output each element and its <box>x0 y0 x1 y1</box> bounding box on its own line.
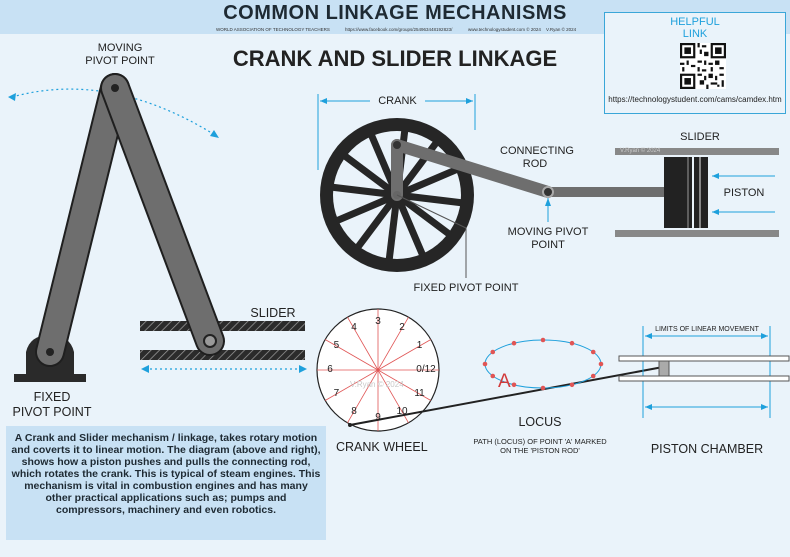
crank-slider-diagram <box>317 94 779 278</box>
slider-watermark: V.Ryan © 2024 <box>620 148 661 154</box>
swing-arc-head-left <box>8 93 16 101</box>
crank-pin <box>393 141 401 149</box>
connecting-rod-pivot <box>542 186 554 198</box>
header-author: V.Ryan © 2024 <box>546 27 577 32</box>
locus-dot <box>540 337 546 343</box>
locus-label: LOCUS <box>518 415 562 429</box>
wheel-number: 7 <box>333 388 340 399</box>
wheel-radius <box>324 339 379 371</box>
fixed-pivot-leader <box>396 194 467 278</box>
piston-head <box>664 157 692 228</box>
cylinder-wall-top <box>615 148 779 155</box>
locus-piston-rod <box>349 366 664 426</box>
locus-points <box>482 337 604 391</box>
header-facebook-link[interactable]: https://www.facebook.com/groups/25496344… <box>345 27 453 32</box>
crank-wheel-radii <box>317 309 439 431</box>
fixed-pivot-label: FIXED PIVOT POINT <box>413 282 519 294</box>
piston-arrow-bottom-head <box>712 209 719 215</box>
wheel-number: 0/12 <box>416 364 436 375</box>
wheel-number: 6 <box>327 364 333 375</box>
locus-dot <box>590 373 596 379</box>
slider-label: SLIDER <box>680 131 720 143</box>
piston-arrow-top-head <box>712 173 719 179</box>
fixed-pivot-pin <box>46 348 54 356</box>
wheel-number: 5 <box>333 340 340 351</box>
locus-dot <box>569 382 575 388</box>
wheel-number: 1 <box>416 340 423 351</box>
locus-dot <box>511 340 517 346</box>
swing-arc-head-right <box>210 130 219 138</box>
helpful-link-url[interactable]: https://technologystudent.com/cams/camde… <box>608 95 782 104</box>
locus-dot <box>490 349 496 355</box>
wheel-radius <box>347 369 379 424</box>
crank-dim-head-right <box>466 98 473 104</box>
description-text: A Crank and Slider mechanism / linkage, … <box>11 432 321 516</box>
locus-dot <box>511 382 517 388</box>
connecting-rod <box>391 139 554 198</box>
wheel-number: 11 <box>414 388 425 399</box>
crank-label: CRANK <box>370 95 425 108</box>
locus-dot <box>490 373 496 379</box>
crank-dim-head-left <box>320 98 327 104</box>
chamber-wall-bottom <box>618 375 790 382</box>
qr-code-icon[interactable] <box>680 43 726 89</box>
piston-label: PISTON <box>718 187 770 200</box>
wheel-radius <box>377 339 432 371</box>
locus-dot <box>540 385 546 391</box>
locus-dot <box>569 340 575 346</box>
limit-arrow-top-left <box>645 333 652 339</box>
left-slider-rail-top <box>140 321 305 331</box>
locus-point-a: A <box>498 371 511 392</box>
wheel-number: 9 <box>375 412 381 423</box>
wheel-number: 3 <box>375 316 381 327</box>
left-link-arm <box>37 75 128 365</box>
wheel-radius <box>377 316 409 371</box>
cylinder-wall-bottom <box>615 230 779 237</box>
wheel-radius <box>324 369 379 401</box>
limit-arrow-bottom-left <box>645 404 652 410</box>
slider-travel-head-right <box>299 365 307 373</box>
chamber-wall-top <box>618 355 790 362</box>
crank-wheel-watermark: V.Ryan © 2024 <box>350 380 404 389</box>
limits-label: LIMITS OF LINEAR MOVEMENT <box>655 326 759 333</box>
limit-arrow-bottom-right <box>761 404 768 410</box>
header-title: COMMON LINKAGE MECHANISMS <box>223 2 567 24</box>
locus-dot <box>598 361 604 367</box>
limit-arrow-top-right <box>761 333 768 339</box>
locus-dot <box>482 361 488 367</box>
left-slider-rail-bottom <box>140 350 305 360</box>
left-linkage-diagram <box>8 73 307 382</box>
moving-pivot-pin <box>111 84 119 92</box>
wheel-number: 2 <box>399 322 405 334</box>
left-slider-label: SLIDER <box>250 306 296 320</box>
locus-crank-pin <box>348 423 352 427</box>
header-assoc: WORLD ASSOCIATION OF TECHNOLOGY TEACHERS <box>216 27 330 32</box>
slider-travel-head-left <box>141 365 149 373</box>
wheel-number: 10 <box>396 405 408 417</box>
fixed-pivot-foot <box>14 374 86 382</box>
wheel-radius <box>347 316 379 371</box>
chamber-piston <box>658 360 670 377</box>
page-title: CRANK AND SLIDER LINKAGE <box>232 46 558 71</box>
right-link-arm <box>102 75 223 354</box>
description-box: A Crank and Slider mechanism / linkage, … <box>6 426 326 540</box>
crank-wheel-label: CRANK WHEEL <box>336 440 428 454</box>
header-site: www.technologystudent.com © 2024 <box>468 27 541 32</box>
locus-dot <box>590 349 596 355</box>
piston-chamber-label: PISTON CHAMBER <box>650 442 764 456</box>
wheel-number: 4 <box>351 322 357 334</box>
wheel-number: 8 <box>351 405 357 417</box>
wheel-radius <box>377 369 432 401</box>
wheel-radius <box>377 369 409 424</box>
slider-pivot-pin <box>203 334 217 348</box>
moving-pivot-arrowhead <box>545 198 551 206</box>
